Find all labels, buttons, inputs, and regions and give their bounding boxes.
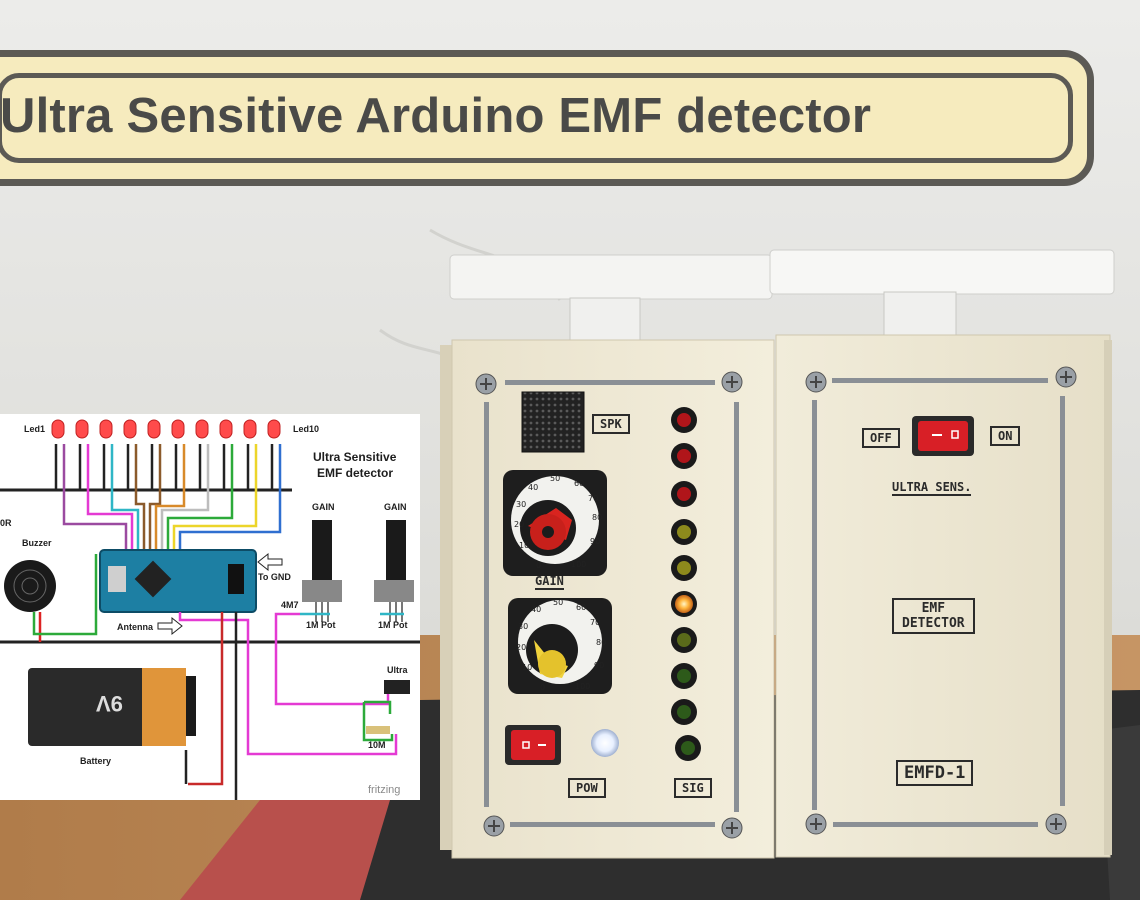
svg-text:40: 40	[531, 605, 541, 614]
label-gain: GAIN	[535, 574, 564, 590]
schematic-diagram: Led1 Led10 Ultra Sensitive EMF detector …	[0, 414, 420, 800]
sch-pot-left: 1M Pot	[306, 620, 336, 630]
schematic-buzzer	[4, 560, 56, 612]
sch-pot-right: 1M Pot	[378, 620, 408, 630]
sch-heading-1: Ultra Sensitive	[313, 450, 397, 464]
page-title: Ultra Sensitive Arduino EMF detector	[0, 89, 872, 143]
sch-4m7: 4M7	[281, 600, 299, 610]
power-white-led	[591, 729, 619, 757]
svg-text:20: 20	[516, 643, 526, 652]
label-model: EMFD-1	[896, 760, 974, 786]
bar-left	[449, 254, 773, 300]
sch-led10: Led10	[293, 424, 320, 434]
svg-text:10: 10	[519, 541, 529, 550]
sch-antenna: Antenna	[117, 622, 153, 632]
led-column	[671, 407, 701, 761]
bar-right	[769, 249, 1115, 295]
svg-text:20: 20	[514, 520, 524, 529]
label-on: ON	[990, 426, 1021, 446]
svg-text:10: 10	[522, 663, 532, 672]
schematic-drawing	[0, 419, 420, 800]
svg-text:100: 100	[571, 560, 586, 569]
title-banner	[0, 50, 1094, 186]
label-emf: EMF	[921, 601, 946, 616]
sch-10m: 10M	[368, 740, 386, 750]
screws	[475, 366, 1077, 839]
sch-resistor-0r: 0R	[0, 518, 12, 528]
right-panel-stripes	[812, 378, 1065, 827]
left-panel-stripes	[484, 380, 739, 827]
sch-fritzing: fritzing	[368, 784, 401, 796]
sch-battery: Battery	[80, 756, 112, 766]
sch-buzzer: Buzzer	[22, 538, 52, 548]
label-spk: SPK	[592, 414, 630, 434]
sch-ultra: Ultra	[387, 665, 408, 675]
title-banner-inner	[0, 73, 1073, 163]
svg-text:60: 60	[576, 603, 586, 612]
label-emf-detector: EMF DETECTOR	[892, 598, 975, 634]
svg-text:0: 0	[540, 683, 545, 692]
speaker-grille	[521, 391, 585, 453]
svg-text:30: 30	[516, 500, 526, 509]
label-pow: POW	[568, 778, 606, 798]
svg-text:80: 80	[596, 638, 606, 647]
svg-text:60: 60	[574, 479, 584, 488]
svg-text:90: 90	[590, 537, 600, 546]
bottom-dial[interactable]	[508, 598, 612, 694]
schematic-pot-right	[386, 520, 406, 580]
sch-led1: Led1	[24, 424, 46, 434]
sch-gain-left: GAIN	[312, 502, 335, 512]
svg-text:80: 80	[592, 513, 602, 522]
schematic-pot-left	[312, 520, 332, 580]
svg-text:90: 90	[594, 661, 604, 670]
label-off: OFF	[862, 428, 900, 448]
gain-dial[interactable]	[503, 470, 607, 576]
schematic-leds	[51, 419, 281, 439]
svg-text:70: 70	[590, 618, 600, 627]
label-detector: DETECTOR	[902, 616, 965, 631]
svg-text:70: 70	[588, 494, 598, 503]
sch-to-gnd: To GND	[258, 572, 291, 582]
power-switch[interactable]	[505, 725, 561, 765]
ultra-sens-switch[interactable]	[912, 416, 974, 456]
label-sig: SIG	[674, 778, 712, 798]
sch-heading-2: EMF detector	[317, 466, 394, 480]
right-case-edge	[1104, 340, 1112, 855]
svg-text:50: 50	[550, 474, 560, 483]
svg-text:40: 40	[528, 483, 538, 492]
svg-text:50: 50	[553, 598, 563, 607]
sch-battery-9v: 9V	[96, 691, 123, 716]
schematic-arduino	[99, 549, 257, 613]
sch-gain-right: GAIN	[384, 502, 407, 512]
left-case	[451, 339, 775, 859]
svg-text:100: 100	[575, 682, 590, 691]
svg-text:0: 0	[536, 561, 541, 570]
svg-text:30: 30	[518, 622, 528, 631]
table-red-edge	[180, 790, 420, 900]
label-ultra-sens: ULTRA SENS.	[892, 480, 972, 496]
